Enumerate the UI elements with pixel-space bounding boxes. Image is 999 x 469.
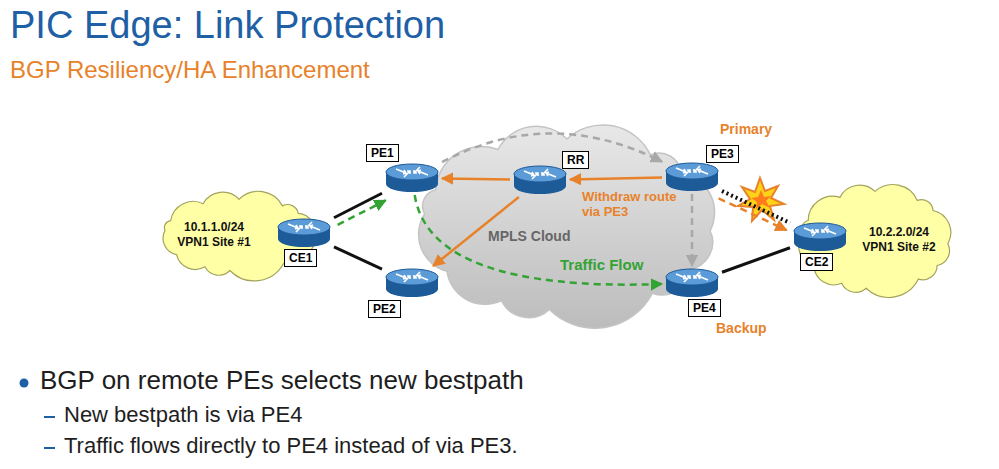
router-label: PE3 (706, 145, 739, 163)
router-node: CE2 (792, 222, 848, 252)
router-icon (664, 268, 720, 298)
router-arrows (396, 167, 428, 177)
router-label: PE2 (368, 300, 401, 318)
cloud-text-area: 10.2.2.0/24VPN1 Site #2 (848, 176, 950, 304)
router-top (386, 164, 438, 180)
router-arrows (676, 272, 708, 282)
router-label: PE1 (366, 144, 399, 162)
cloud-outline (419, 125, 715, 328)
site-text: VPN1 Site #2 (862, 240, 935, 255)
router-node: PE4 (664, 268, 720, 298)
router-label: CE2 (800, 253, 833, 271)
failure-burst (738, 178, 784, 221)
router-arrows (676, 166, 708, 176)
router-icon (384, 268, 440, 298)
slide-title: PIC Edge: Link Protection (10, 4, 445, 48)
connector (338, 200, 386, 224)
connector (334, 247, 382, 269)
router-arrows (524, 169, 556, 179)
sub-bullet-text: New bestpath is via PE4 (64, 402, 302, 427)
router-icon (792, 222, 848, 252)
router-node: PE2 (384, 268, 440, 298)
edge-label: Traffic Flow (560, 256, 643, 273)
connector (722, 248, 790, 272)
router-icon (276, 218, 332, 248)
router-top (386, 269, 438, 285)
status-label: Backup (716, 320, 767, 336)
router-node: RR (512, 165, 568, 195)
router-icon (384, 163, 440, 193)
cloud-outline (799, 185, 951, 298)
router-arrows (396, 272, 428, 282)
site-text: 10.1.1.0/24 (184, 220, 244, 235)
connector (719, 198, 787, 230)
router-icon (512, 165, 568, 195)
router-label: RR (562, 151, 589, 169)
sub-bullet-text: Traffic flows directly to PE4 instead of… (64, 433, 518, 458)
cloud-label: MPLS Cloud (488, 228, 570, 244)
bullet-text: BGP on remote PEs selects new bestpath (40, 366, 524, 396)
router-icon (664, 162, 720, 192)
bullet-dot (20, 379, 29, 388)
router-label: CE1 (284, 249, 317, 267)
router-top (666, 163, 718, 179)
connector (442, 178, 510, 179)
status-label: Primary (720, 121, 772, 137)
router-top (278, 219, 330, 235)
sub-bullet-dash (44, 447, 55, 449)
router-top (666, 269, 718, 285)
connector (722, 191, 790, 223)
router-top (794, 223, 846, 239)
cloud-text-area: 10.1.1.0/24VPN1 Site #1 (164, 188, 264, 282)
edge-label: Withdraw route via PE3 (582, 190, 682, 220)
router-top (514, 166, 566, 182)
router-node: CE1 (276, 218, 332, 248)
router-node: PE1 (384, 163, 440, 193)
site-text: 10.2.2.0/24 (869, 225, 929, 240)
site-cloud: 10.2.2.0/24VPN1 Site #2 (786, 176, 964, 304)
router-arrows (288, 222, 320, 232)
router-arrows (804, 226, 836, 236)
router-label: PE4 (688, 299, 721, 317)
subtitle: BGP Resiliency/HA Enhancement (10, 56, 370, 84)
sub-bullet-dash (44, 416, 55, 418)
site-text: VPN1 Site #1 (177, 235, 250, 250)
router-node: PE3 (664, 162, 720, 192)
